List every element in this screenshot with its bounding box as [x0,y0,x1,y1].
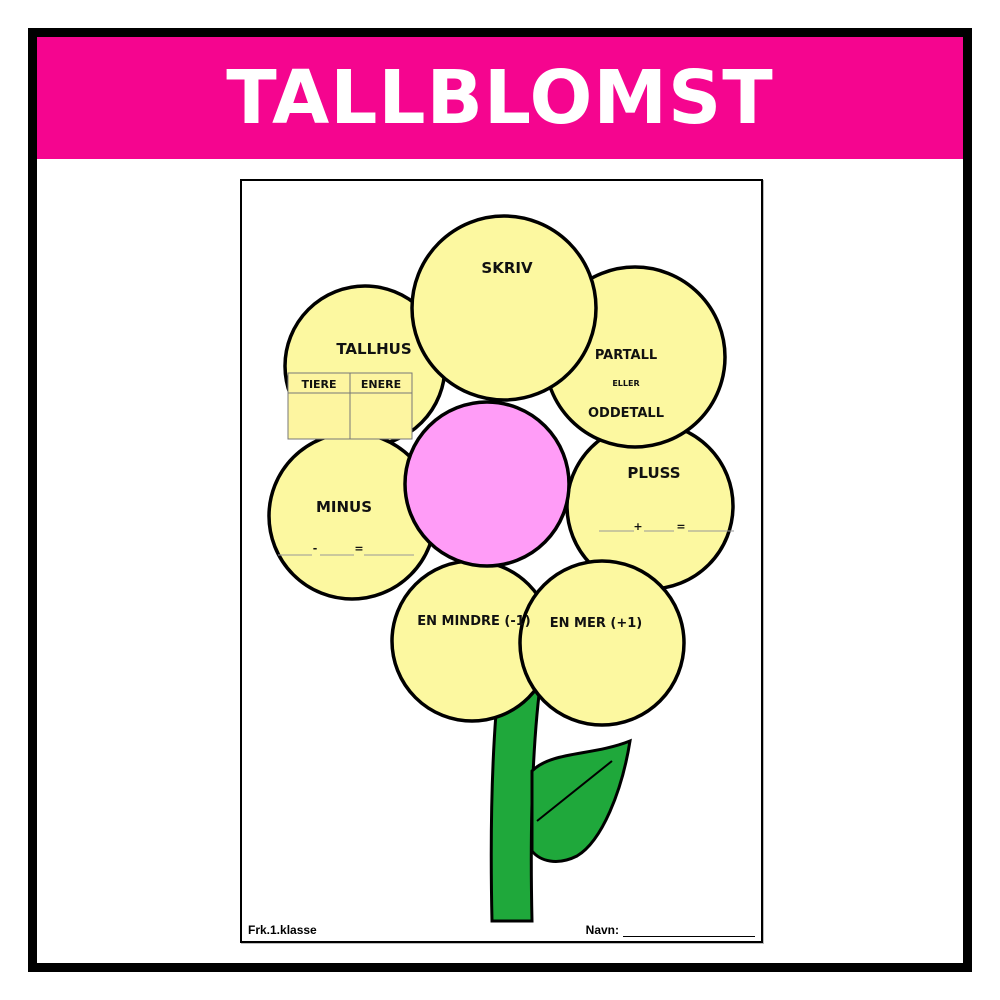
label-skriv: SKRIV [481,259,533,277]
label-partall: PARTALL [595,348,657,363]
petal-en-mer [518,559,686,727]
pluss-equals: = [676,520,685,533]
name-line [623,926,755,937]
label-enere: ENERE [361,378,401,391]
name-label: Navn: [585,923,619,937]
minus-equals: = [354,542,363,555]
label-oddetall: ODDETALL [588,406,664,421]
worksheet-page: SKRIV TALLHUS TIERE ENERE PARTALL ELLER … [240,179,763,943]
label-tallhus: TALLHUS [336,340,411,358]
pluss-sign: + [633,520,642,533]
petal-skriv [410,214,598,402]
name-field: Navn: [586,923,755,937]
label-minus: MINUS [316,498,372,516]
flower-illustration: SKRIV TALLHUS TIERE ENERE PARTALL ELLER … [267,214,735,923]
brand-label: Frk.1.klasse [248,923,317,937]
tallhus-table [287,372,413,440]
minus-sign: - [313,542,318,555]
label-pluss: PLUSS [627,464,680,482]
flower-center [403,400,571,568]
flower-leaf [530,738,632,863]
leaf-vein [536,760,613,822]
title-banner: TALLBLOMST [37,37,963,159]
flower-stem [489,669,544,923]
label-tiere: TIERE [301,378,336,391]
label-eller: ELLER [612,379,639,388]
label-en-mindre: EN MINDRE (-1) [417,614,530,629]
label-en-mer: EN MER (+1) [550,616,642,631]
product-frame: TALLBLOMST SKRIV TALLHUS [28,28,972,972]
banner-title: TALLBLOMST [226,55,774,141]
